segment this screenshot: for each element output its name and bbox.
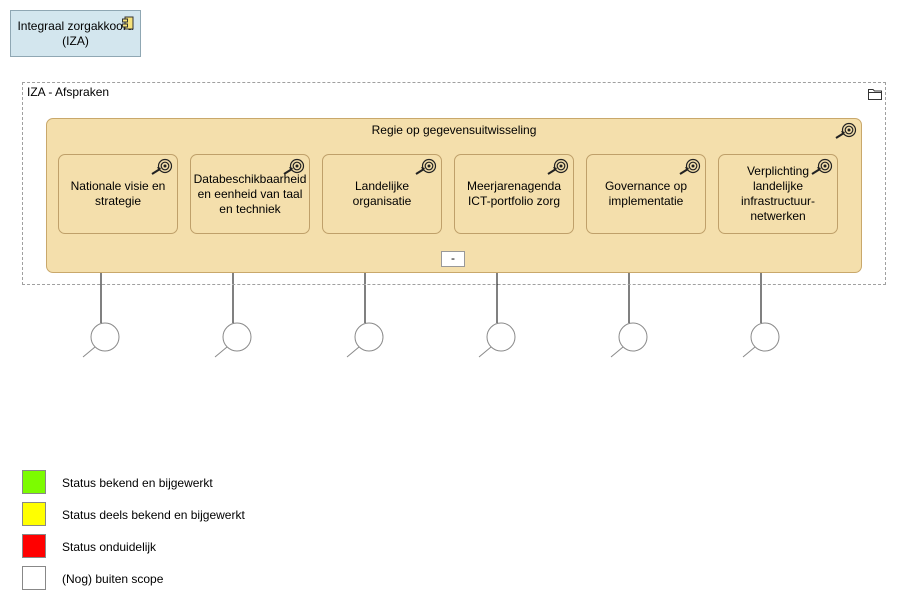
card-nationale-visie[interactable]: Nationale visie en strategie bbox=[58, 154, 178, 234]
iza-element[interactable]: Integraal zorgakkoord (IZA) bbox=[10, 10, 141, 57]
legend-label: Status bekend en bijgewerkt bbox=[62, 476, 213, 490]
goal-icon bbox=[151, 158, 173, 175]
card-label: Landelijke organisatie bbox=[352, 179, 412, 208]
legend-swatch-yellow bbox=[22, 502, 46, 526]
goal-icon bbox=[811, 158, 833, 175]
magnifier-icon bbox=[478, 322, 516, 358]
iza-title: Integraal zorgakkoord (IZA) bbox=[17, 18, 134, 48]
legend-label: Status deels bekend en bijgewerkt bbox=[62, 508, 245, 522]
goal-icon bbox=[679, 158, 701, 175]
collapse-button[interactable]: - bbox=[441, 251, 465, 267]
card-databeschikbaarheid[interactable]: Databeschikbaarheid en eenheid van taal … bbox=[190, 154, 310, 234]
folder-icon bbox=[868, 89, 882, 100]
goal-icon bbox=[547, 158, 569, 175]
legend-swatch-red bbox=[22, 534, 46, 558]
card-verplichting-infrastructuur[interactable]: Verplichting landelijke infrastructuur-n… bbox=[718, 154, 838, 234]
goal-icon bbox=[415, 158, 437, 175]
magnifier-icon bbox=[346, 322, 384, 358]
magnifier-icon bbox=[82, 322, 120, 358]
legend-swatch-white bbox=[22, 566, 46, 590]
card-label: Meerjarenagenda ICT-portfolio zorg bbox=[466, 179, 562, 208]
card-meerjarenagenda[interactable]: Meerjarenagenda ICT-portfolio zorg bbox=[454, 154, 574, 234]
legend-swatch-green bbox=[22, 470, 46, 494]
card-governance[interactable]: Governance op implementatie bbox=[586, 154, 706, 234]
group-label: IZA - Afspraken bbox=[27, 85, 110, 99]
group-iza-afspraken[interactable]: IZA - Afspraken bbox=[22, 82, 886, 285]
goal-icon bbox=[283, 158, 305, 175]
card-label: Databeschikbaarheid en eenheid van taal … bbox=[193, 171, 307, 216]
card-label: Nationale visie en strategie bbox=[70, 179, 166, 208]
card-landelijke-organisatie[interactable]: Landelijke organisatie bbox=[322, 154, 442, 234]
card-label: Verplichting landelijke infrastructuur-n… bbox=[740, 164, 816, 223]
component-icon bbox=[122, 16, 134, 30]
legend-label: Status onduidelijk bbox=[62, 540, 157, 554]
goal-label: Regie op gegevensuitwisseling bbox=[371, 123, 537, 137]
card-label: Governance op implementatie bbox=[604, 179, 688, 208]
magnifier-icon bbox=[610, 322, 648, 358]
magnifier-icon bbox=[742, 322, 780, 358]
legend-label: (Nog) buiten scope bbox=[62, 572, 164, 586]
goal-icon bbox=[835, 122, 857, 139]
magnifier-icon bbox=[214, 322, 252, 358]
